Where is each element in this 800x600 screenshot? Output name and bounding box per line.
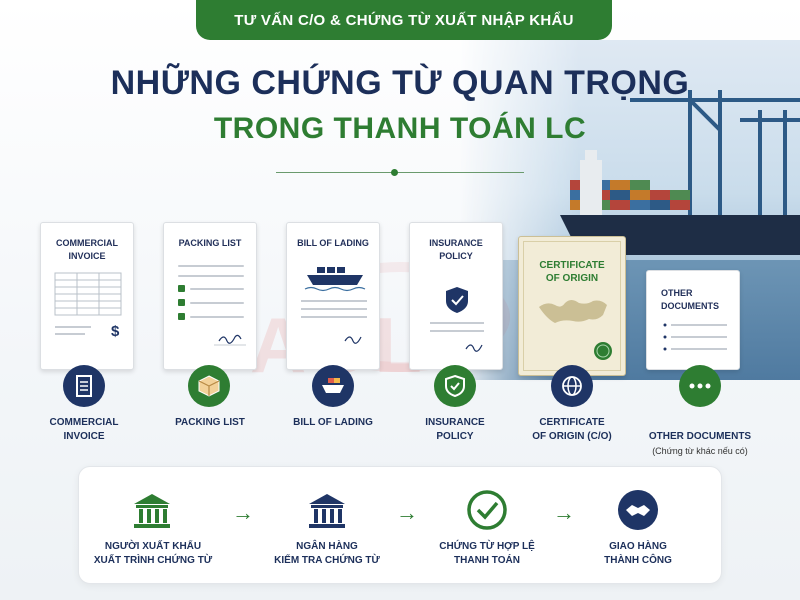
- step-bank-checks: NGÂN HÀNG KIỂM TRA CHỨNG TỪ: [274, 541, 380, 566]
- world-map-icon: [539, 300, 612, 360]
- card-title: COMMERCIAL INVOICE: [56, 238, 118, 261]
- checkbox-icon: [178, 285, 185, 292]
- bill-of-lading-card: BILL OF LADING: [286, 222, 380, 370]
- caption-insurance-policy: INSURANCE POLICY: [425, 417, 485, 442]
- caption-commercial-invoice: COMMERCIAL INVOICE: [49, 417, 119, 442]
- dollar-icon: $: [111, 323, 120, 340]
- shield-check-icon: [434, 365, 476, 407]
- ship-icon: [312, 365, 354, 407]
- handshake-icon: [614, 486, 662, 534]
- port-background-image: [460, 40, 800, 380]
- bank-icon: [128, 486, 176, 534]
- caption-other-documents-title: OTHER DOCUMENTS: [648, 431, 752, 442]
- caption-certificate-of-origin: CERTIFICATE OF ORIGIN (C/O): [532, 417, 612, 442]
- caption-packing-list: PACKING LIST: [175, 417, 245, 428]
- insurance-policy-card: INSURANCE POLICY: [409, 222, 503, 370]
- commercial-invoice-card: COMMERCIAL INVOICE $: [40, 222, 134, 370]
- ship-icon: [301, 267, 367, 344]
- bullet-list-icon: [663, 323, 727, 351]
- card-title: BILL OF LADING: [297, 238, 369, 248]
- caption-other-documents-note: (Chứng từ khác nếu có): [652, 446, 748, 456]
- arrow-icon: →: [396, 500, 418, 525]
- card-title: INSURANCE POLICY: [429, 238, 483, 261]
- more-dots-icon: [679, 365, 721, 407]
- process-panel: [78, 466, 722, 584]
- card-title: CERTIFICATE OF ORIGIN: [539, 260, 605, 284]
- card-title: PACKING LIST: [178, 238, 242, 248]
- checkbox-icon: [178, 313, 185, 320]
- signature-icon: [214, 334, 246, 346]
- box-icon: [188, 365, 230, 407]
- caption-other-documents: OTHER DOCUMENTS (Chứng từ khác nếu có): [635, 416, 765, 472]
- caption-bill-of-lading: BILL OF LADING: [293, 417, 373, 428]
- top-badge: TƯ VẤN C/O & CHỨNG TỪ XUẤT NHẬP KHẨU: [196, 0, 612, 40]
- checkbox-icon: [178, 299, 185, 306]
- certificate-of-origin-card: CERTIFICATE OF ORIGIN: [518, 236, 626, 376]
- bank-icon: [303, 486, 351, 534]
- document-icon: [63, 365, 105, 407]
- globe-icon: [551, 365, 593, 407]
- main-title: NHỮNG CHỨNG TỪ QUAN TRỌNG: [110, 64, 690, 102]
- card-title: OTHER DOCUMENTS: [661, 288, 719, 311]
- other-documents-card: OTHER DOCUMENTS: [646, 270, 740, 370]
- invoice-table-icon: [54, 272, 122, 335]
- sub-title: TRONG THANH TOÁN LC: [213, 112, 587, 145]
- step-exporter-presents: NGƯỜI XUẤT KHẨU XUẤT TRÌNH CHỨNG TỪ: [93, 541, 213, 566]
- check-circle-icon: [463, 486, 511, 534]
- arrow-icon: →: [232, 500, 254, 525]
- step-delivery-success: GIAO HÀNG THÀNH CÔNG: [604, 541, 672, 566]
- arrow-icon: →: [553, 500, 575, 525]
- title-divider: [276, 172, 524, 173]
- shield-check-icon: [430, 287, 484, 352]
- step-valid-payment: CHỨNG TỪ HỢP LỆ THANH TOÁN: [439, 541, 535, 566]
- packing-list-card: PACKING LIST: [163, 222, 257, 370]
- divider-dot: [391, 169, 398, 176]
